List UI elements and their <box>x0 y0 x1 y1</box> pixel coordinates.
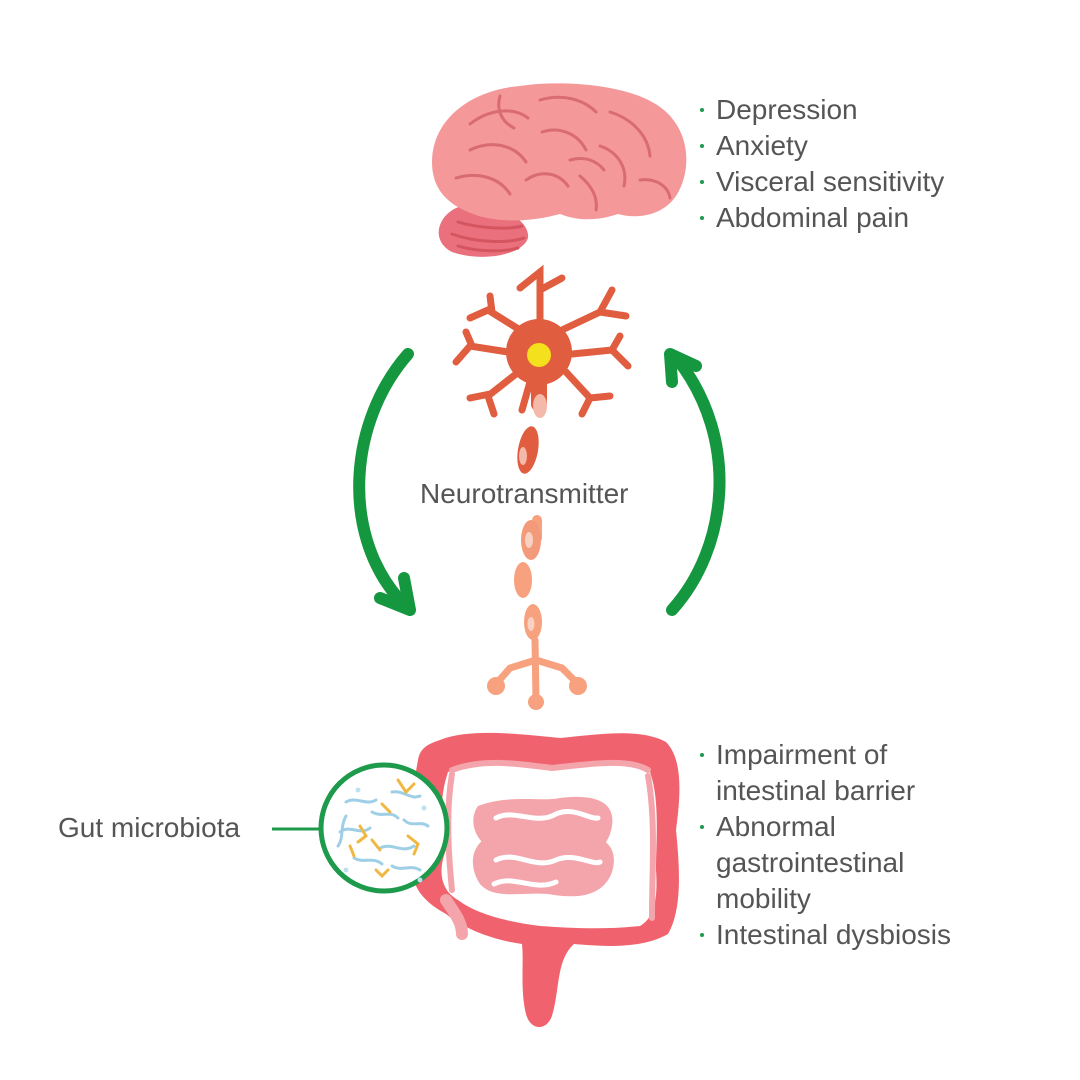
list-item-line: intestinal barrier <box>716 775 916 806</box>
list-item: Depression <box>700 92 944 128</box>
list-item-line: gastrointestinal <box>716 847 905 878</box>
list-item: Abnormal gastrointestinal mobility <box>700 809 951 917</box>
list-item: Visceral sensitivity <box>700 164 944 200</box>
list-item-line: mobility <box>716 883 811 914</box>
microbiota-lens-icon <box>272 762 450 894</box>
list-item-line: Impairment of <box>716 739 888 770</box>
neuron-icon <box>452 264 632 710</box>
arrow-down-icon <box>353 348 416 616</box>
list-item-line: Intestinal dysbiosis <box>716 919 952 950</box>
gut-effects-list: Impairment of intestinal barrier Abnorma… <box>700 737 951 953</box>
list-item-line: Abdominal pain <box>716 202 910 233</box>
list-item: Abdominal pain <box>700 200 944 236</box>
list-item-line: Abnormal <box>716 811 836 842</box>
brain-effects-list: Depression Anxiety Visceral sensitivity … <box>700 92 944 236</box>
neurotransmitter-label: Neurotransmitter <box>420 478 629 509</box>
gut-microbiota-label: Gut microbiota <box>58 812 241 843</box>
list-item: Anxiety <box>700 128 944 164</box>
brain-icon <box>432 83 687 257</box>
list-item: Intestinal dysbiosis <box>700 917 951 953</box>
intestine-icon <box>412 732 680 1028</box>
list-item: Impairment of intestinal barrier <box>700 737 951 809</box>
list-item-line: Visceral sensitivity <box>716 166 945 197</box>
list-item-line: Depression <box>716 94 858 125</box>
arrow-up-icon <box>664 348 726 616</box>
list-item-line: Anxiety <box>716 130 808 161</box>
